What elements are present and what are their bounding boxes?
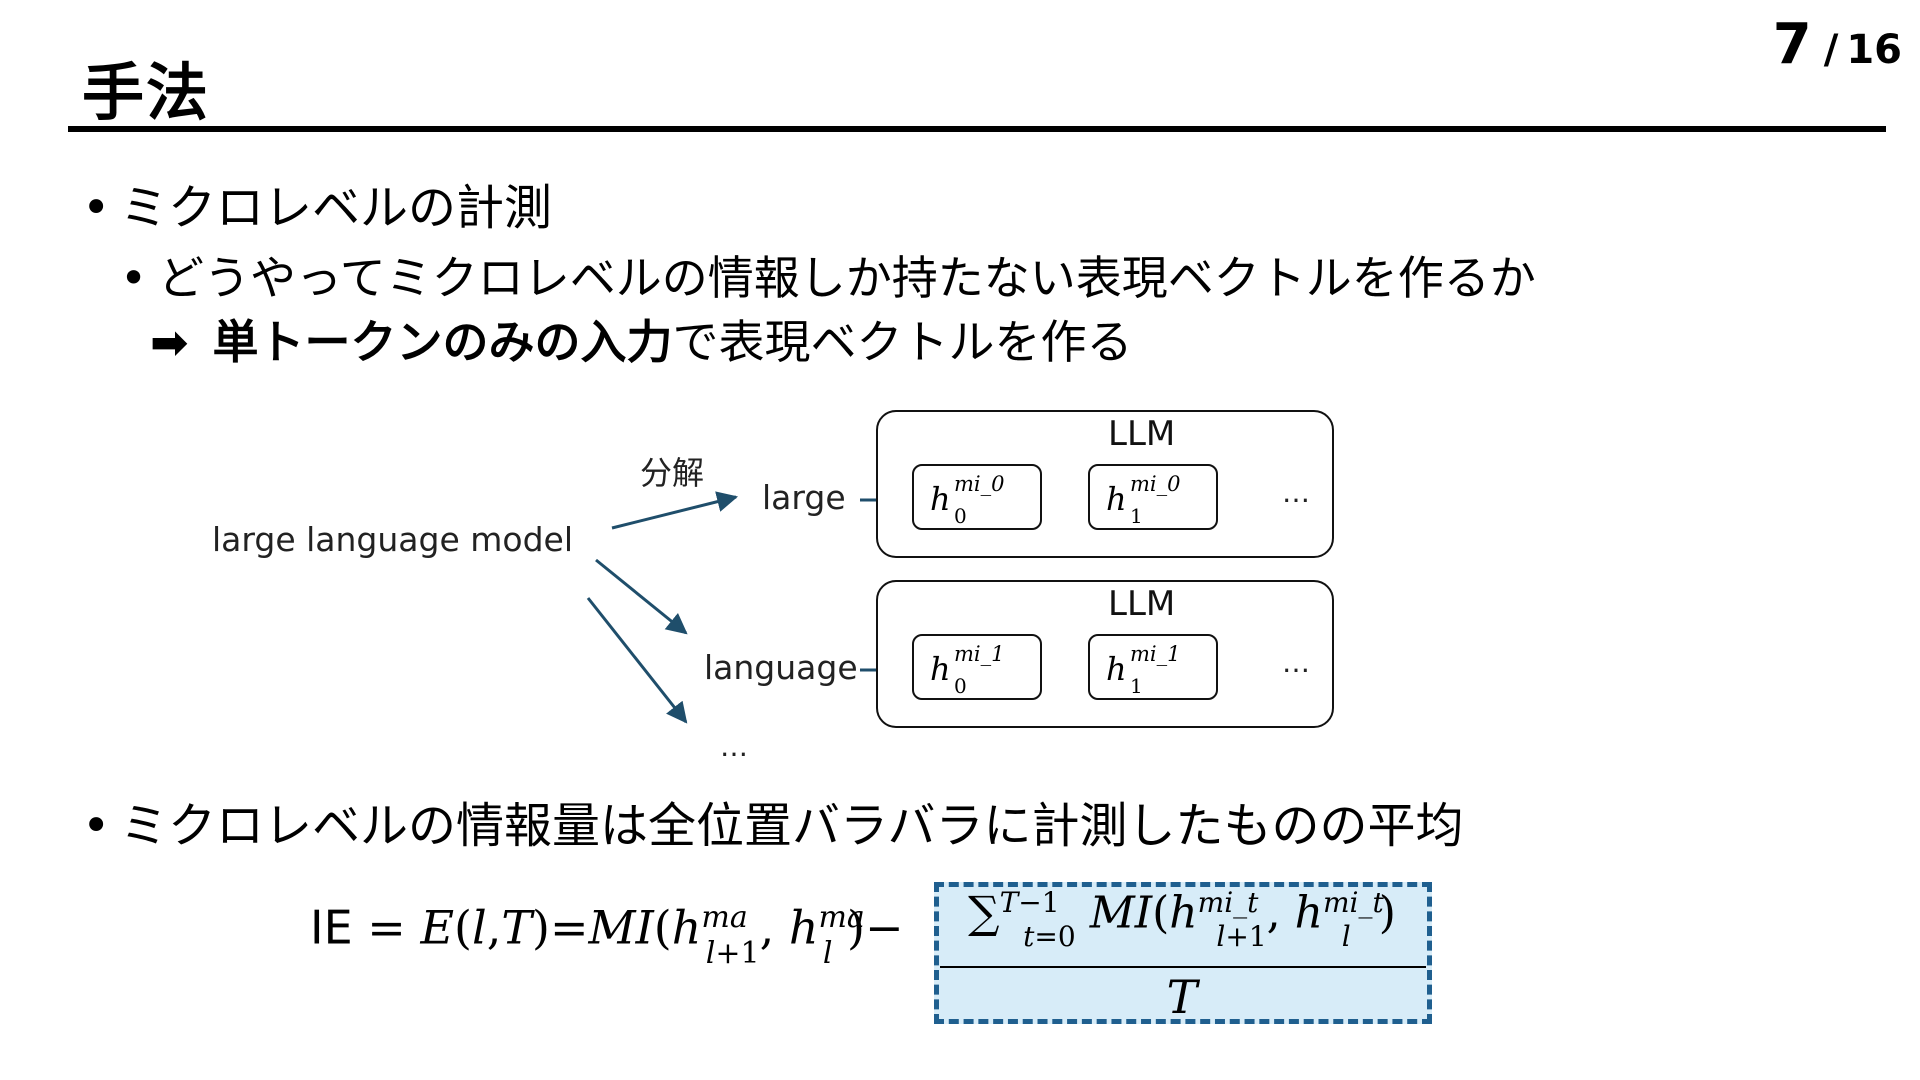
sub-bullet-text: どうやってミクロレベルの情報しか持たない表現ベクトルを作るか — [158, 251, 1536, 305]
more-tokens: … — [720, 730, 748, 763]
sub-bullet-question: •どうやってミクロレベルの情報しか持たない表現ベクトルを作るか — [120, 242, 1536, 308]
hidden-state-r2-l0: h mi_1 0 — [912, 634, 1042, 700]
fraction-highlight — [934, 882, 1432, 1024]
bullet-dot: • — [120, 251, 148, 305]
bullet-text: ミクロレベルの情報量は全位置バラバラに計測したものの平均 — [120, 798, 1464, 854]
answer-text: で表現ベクトルを作る — [672, 315, 1133, 369]
bullet-dot: • — [82, 180, 111, 236]
right-arrow-icon: ➡ — [150, 315, 189, 369]
hidden-state-r1-l1: h mi_0 1 — [1088, 464, 1218, 530]
slide-title: 手法 — [82, 56, 211, 129]
bullet-micro-level: •ミクロレベルの計測 — [82, 168, 552, 238]
decompose-arrow-language — [595, 558, 688, 635]
page-number: 7/16 — [1773, 12, 1902, 77]
bullet-text: ミクロレベルの計測 — [120, 180, 553, 236]
fraction-denominator: T — [1166, 970, 1198, 1024]
title-underline — [68, 126, 1886, 132]
fraction-numerator: ∑T−1t=0 MI(hmi_tl+1, hmi_tl ) — [968, 886, 1396, 953]
llm-label-2: LLM — [1108, 584, 1176, 624]
hidden-state-r1-l0: h mi_0 0 — [912, 464, 1042, 530]
decompose-arrow-large — [611, 491, 739, 530]
token-large: large — [762, 478, 846, 517]
answer-line: ➡ 単トークンのみの入力で表現ベクトルを作る — [150, 306, 1133, 372]
ellipsis-row2: … — [1282, 646, 1310, 679]
ellipsis-row1: … — [1282, 476, 1310, 509]
input-sentence: large language model — [212, 520, 574, 559]
page-total: 16 — [1846, 27, 1902, 73]
page-current: 7 — [1772, 12, 1812, 77]
ie-formula: IE = E(l,T)=MI(hmal+1, hmal )− — [310, 900, 904, 971]
answer-bold-text: 単トークンのみの入力 — [212, 315, 673, 369]
page-separator: / — [1823, 27, 1839, 73]
fraction-bar — [940, 966, 1426, 968]
hidden-state-r2-l1: h mi_1 1 — [1088, 634, 1218, 700]
bullet-dot: • — [82, 798, 111, 854]
bullet-average: •ミクロレベルの情報量は全位置バラバラに計測したものの平均 — [82, 786, 1464, 856]
decompose-arrow-more — [586, 597, 688, 724]
llm-label-1: LLM — [1108, 414, 1176, 454]
decompose-label: 分解 — [640, 454, 705, 492]
token-language: language — [704, 648, 858, 687]
